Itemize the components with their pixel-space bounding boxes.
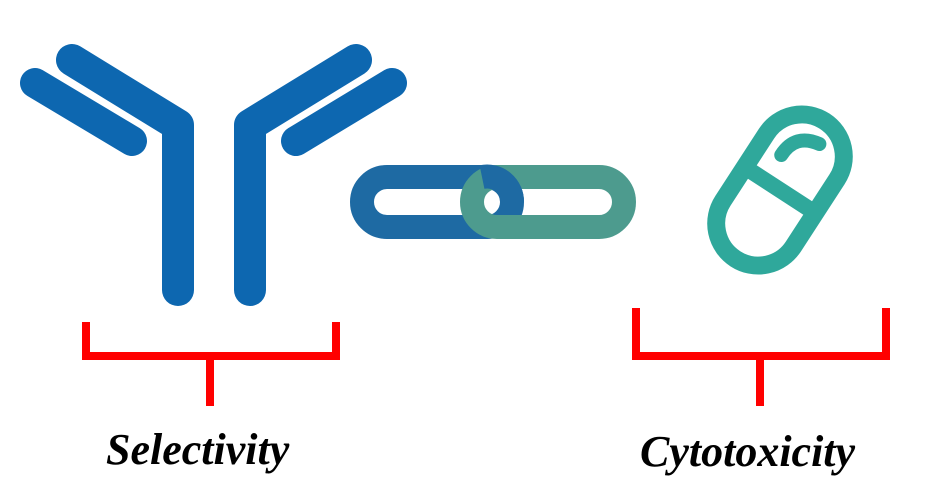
cytotoxicity-label: Cytotoxicity	[640, 427, 856, 476]
pill-capsule-icon	[707, 105, 853, 275]
selectivity-label: Selectivity	[106, 425, 290, 474]
selectivity-bracket	[82, 322, 340, 406]
antibody-icon	[20, 44, 407, 306]
chain-link-icon	[350, 164, 636, 239]
cytotoxicity-bracket	[632, 308, 890, 406]
